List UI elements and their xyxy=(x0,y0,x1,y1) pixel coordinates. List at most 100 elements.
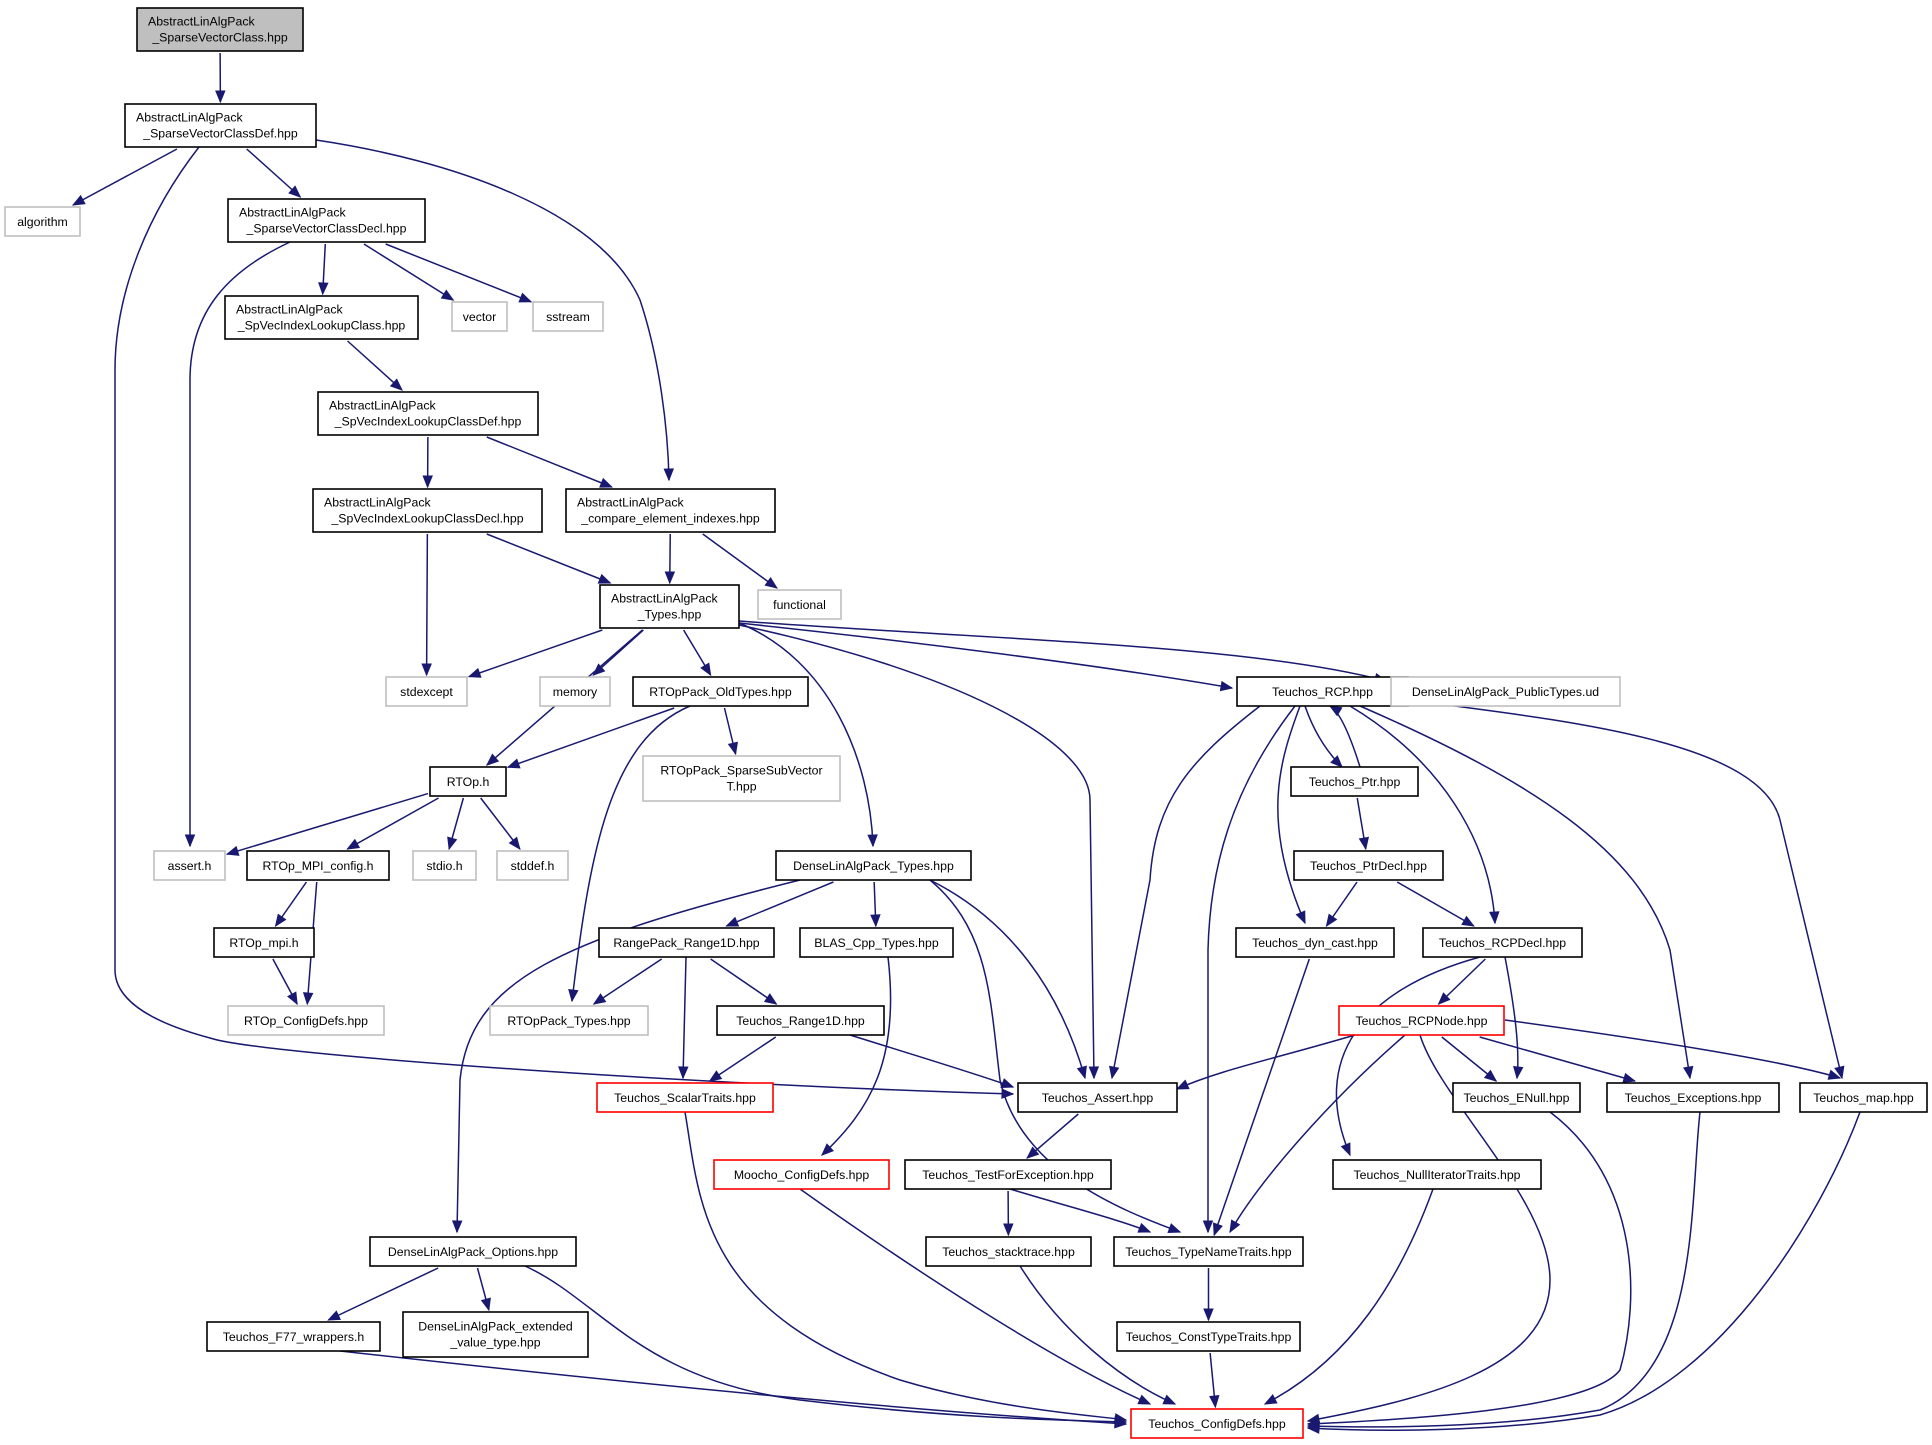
edge-arrowhead xyxy=(1219,680,1234,692)
node-box xyxy=(312,488,543,533)
node-consttt[interactable]: Teuchos_ConstTypeTraits.hpp xyxy=(1116,1321,1301,1352)
edge-arrowhead xyxy=(467,667,482,678)
node-blas[interactable]: BLAS_Cpp_Types.hpp xyxy=(799,927,954,958)
node-mpiconfig[interactable]: RTOp_MPI_config.h xyxy=(246,850,390,881)
edge-arrowhead xyxy=(1461,915,1475,927)
node-svcdef[interactable]: AbstractLinAlgPack_SparseVectorClassDef.… xyxy=(124,103,317,148)
node-label: RTOpPack_SparseSubVector xyxy=(660,764,822,778)
node-tcfg[interactable]: Teuchos_ConfigDefs.hpp xyxy=(1130,1408,1304,1439)
node-box xyxy=(596,1082,774,1113)
node-extvt[interactable]: DenseLinAlgPack_extended_value_type.hpp xyxy=(402,1311,589,1358)
edge-rtop-to-asserth xyxy=(225,792,429,856)
node-box xyxy=(599,584,740,629)
node-f77[interactable]: Teuchos_F77_wrappers.h xyxy=(206,1321,381,1352)
edge-arrowhead xyxy=(422,475,433,489)
node-dyncast[interactable]: Teuchos_dyn_cast.hpp xyxy=(1235,927,1395,958)
node-svc[interactable]: AbstractLinAlgPack_SparseVectorClass.hpp xyxy=(136,7,304,52)
edge-splc-to-splcdef xyxy=(347,340,403,391)
edge-tfe-to-typename xyxy=(1009,1188,1152,1233)
node-rcpdecl[interactable]: Teuchos_RCPDecl.hpp xyxy=(1422,927,1583,958)
node-cei[interactable]: AbstractLinAlgPack_compare_element_index… xyxy=(565,488,776,533)
node-stacktrace[interactable]: Teuchos_stacktrace.hpp xyxy=(925,1236,1092,1267)
edge-line xyxy=(456,879,801,1233)
edge-rtop-to-stdio xyxy=(447,797,465,851)
node-box xyxy=(429,766,507,797)
node-label: _compare_element_indexes.hpp xyxy=(580,512,760,526)
edge-line xyxy=(684,1111,1127,1421)
edge-line xyxy=(114,146,1014,1095)
node-box xyxy=(716,1005,885,1036)
edge-arrowhead xyxy=(1109,1065,1120,1080)
node-dlatypes[interactable]: DenseLinAlgPack_Types.hpp xyxy=(775,850,972,881)
edge-line xyxy=(347,797,439,850)
edge-arrowhead xyxy=(1003,1223,1014,1237)
node-nullit[interactable]: Teuchos_NullIteratorTraits.hpp xyxy=(1332,1159,1542,1190)
node-typename[interactable]: Teuchos_TypeNameTraits.hpp xyxy=(1113,1236,1304,1267)
node-label: _SpVecIndexLookupClass.hpp xyxy=(237,319,406,333)
node-types[interactable]: AbstractLinAlgPack_Types.hpp xyxy=(599,584,740,629)
edge-line xyxy=(1396,881,1475,927)
edge-line xyxy=(799,1188,1151,1405)
node-svcdecl[interactable]: AbstractLinAlgPack_SparseVectorClassDecl… xyxy=(227,198,426,243)
node-scalar[interactable]: Teuchos_ScalarTraits.hpp xyxy=(596,1082,774,1113)
edge-arrowhead xyxy=(663,468,675,482)
edge-dlatypes-to-blas xyxy=(870,881,881,928)
node-label: _Types.hpp xyxy=(637,608,702,622)
node-box xyxy=(153,850,226,881)
edge-arrowhead xyxy=(274,913,287,928)
node-ptrdecl[interactable]: Teuchos_PtrDecl.hpp xyxy=(1293,850,1444,881)
node-options[interactable]: DenseLinAlgPack_Options.hpp xyxy=(369,1236,577,1267)
edge-dlatypes-to-range1d xyxy=(725,881,834,927)
node-box xyxy=(713,1159,890,1190)
node-ptr[interactable]: Teuchos_Ptr.hpp xyxy=(1290,766,1419,797)
node-tmap[interactable]: Teuchos_map.hpp xyxy=(1799,1082,1928,1113)
node-box xyxy=(1422,927,1583,958)
edge-arrowhead xyxy=(71,194,86,206)
node-label: RTOpPack_Types.hpp xyxy=(507,1014,630,1028)
edge-svcdecl-to-asserth xyxy=(184,241,291,848)
node-box xyxy=(496,850,569,881)
edge-line xyxy=(425,533,429,676)
edge-line xyxy=(486,436,613,488)
node-label: Teuchos_ConstTypeTraits.hpp xyxy=(1126,1330,1292,1344)
node-rcp[interactable]: Teuchos_RCP.hpp xyxy=(1236,676,1409,707)
node-splcdef[interactable]: AbstractLinAlgPack_SpVecIndexLookupClass… xyxy=(317,391,539,436)
edge-line xyxy=(385,243,532,303)
edge-line xyxy=(738,622,874,847)
edge-arrowhead xyxy=(821,1143,834,1156)
edge-line xyxy=(363,243,454,301)
edge-arrowhead xyxy=(1295,910,1306,925)
edge-arrowhead xyxy=(678,1066,689,1080)
edge-arrowhead xyxy=(1203,1308,1214,1322)
node-rcpnode[interactable]: Teuchos_RCPNode.hpp xyxy=(1338,1005,1505,1036)
node-oldtypes[interactable]: RTOpPack_OldTypes.hpp xyxy=(632,676,809,707)
edge-svcdecl-to-sstream xyxy=(385,243,533,303)
node-trange1d[interactable]: Teuchos_Range1D.hpp xyxy=(716,1005,885,1036)
node-splc[interactable]: AbstractLinAlgPack_SpVecIndexLookupClass… xyxy=(224,295,419,340)
node-tfe[interactable]: Teuchos_TestForException.hpp xyxy=(904,1159,1112,1190)
node-enull[interactable]: Teuchos_ENull.hpp xyxy=(1452,1082,1581,1113)
node-exceptions[interactable]: Teuchos_Exceptions.hpp xyxy=(1606,1082,1780,1113)
node-rtopmpi[interactable]: RTOp_mpi.h xyxy=(213,927,315,958)
edge-arrowhead xyxy=(1622,1072,1637,1083)
node-asserth: assert.h xyxy=(153,850,226,881)
node-label: _SparseVectorClassDef.hpp xyxy=(142,127,298,141)
edge-arrowhead xyxy=(763,993,778,1005)
node-label: AbstractLinAlgPack xyxy=(324,496,431,510)
node-range1d[interactable]: RangePack_Range1D.hpp xyxy=(598,927,775,958)
node-moocho[interactable]: Moocho_ConfigDefs.hpp xyxy=(713,1159,890,1190)
edge-arrowhead xyxy=(1489,911,1500,925)
edge-line xyxy=(709,1036,777,1082)
node-box xyxy=(1606,1082,1780,1113)
node-label: Teuchos_Ptr.hpp xyxy=(1309,775,1401,789)
node-box xyxy=(642,755,841,802)
edge-svcdef-to-cei xyxy=(315,139,675,482)
edge-arrowhead xyxy=(1137,1222,1152,1233)
edge-line xyxy=(593,958,663,1005)
node-splcdecl[interactable]: AbstractLinAlgPack_SpVecIndexLookupClass… xyxy=(312,488,543,533)
node-label: Teuchos_dyn_cast.hpp xyxy=(1252,936,1378,950)
node-rtop[interactable]: RTOp.h xyxy=(429,766,507,797)
edge-arrowhead xyxy=(225,845,240,856)
node-tassert[interactable]: Teuchos_Assert.hpp xyxy=(1017,1082,1178,1113)
edge-splcdecl-to-stdexcept xyxy=(421,533,432,677)
